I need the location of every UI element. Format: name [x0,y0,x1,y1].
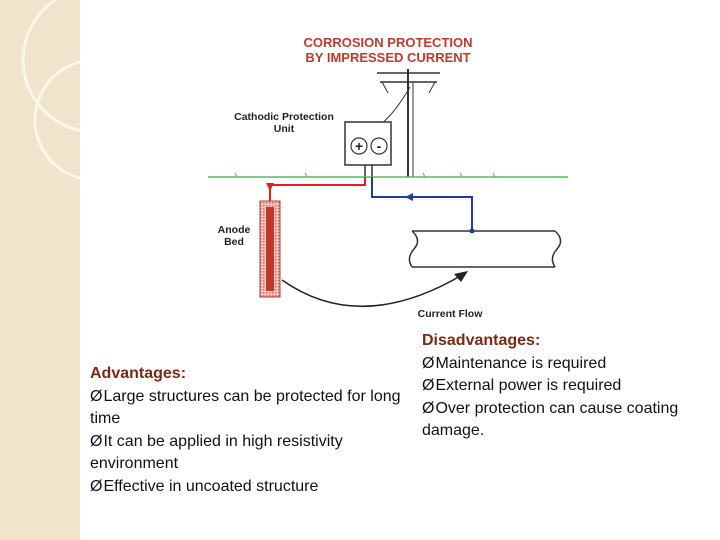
pipe-wire [371,177,473,231]
sidebar-circles [0,0,80,540]
current-flow-arrow [281,274,463,308]
grass-ticks [234,172,496,178]
plus-sign: + [355,138,363,154]
minus-terminal [370,137,388,155]
anode-wire-arrow [266,183,274,191]
anode-wire [269,177,366,201]
bullet-icon: Ø [90,477,103,495]
plus-terminal [350,137,368,155]
disadvantage-item: ØMaintenance is required [422,354,607,372]
bullet-icon: Ø [422,399,435,417]
anode-rod [266,207,274,291]
advantage-item: ØLarge structures can be protected for l… [90,387,401,428]
disadvantage-item: ØOver protection can cause coating damag… [422,399,679,440]
anode-label-line1: Anode [218,224,251,236]
decorative-sidebar [0,0,80,540]
diagram-title-line2: BY IMPRESSED CURRENT [305,50,470,65]
bullet-icon: Ø [422,377,435,394]
impressed-current-diagram: CORROSION PROTECTION BY IMPRESSED CURREN… [208,35,568,320]
pipe-wire-arrow [405,193,413,201]
disadvantages-section: Disadvantages: ØMaintenance is required … [422,330,718,443]
advantages-section: Advantages: ØLarge structures can be pro… [90,363,410,498]
disadvantages-heading: Disadvantages: [422,332,541,349]
unit-label-line2: Unit [274,123,295,135]
unit-label-line1: Cathodic Protection [234,111,334,123]
diagram-title-line1: CORROSION PROTECTION [303,35,472,50]
power-pole [377,69,440,177]
advantages-heading: Advantages: [90,365,187,382]
minus-sign: - [377,138,382,154]
bullet-icon: Ø [422,354,435,372]
current-flow-label: Current Flow [418,308,484,320]
advantage-item: ØIt can be applied in high resistivity e… [90,432,343,473]
disadvantage-item: ØExternal power is required [422,377,622,394]
bullet-icon: Ø [90,432,103,450]
advantage-item: ØEffective in uncoated structure [90,477,319,495]
current-flow-arrowhead [454,271,468,282]
bullet-icon: Ø [90,387,103,405]
anode-label-line2: Bed [224,236,244,248]
pipeline [408,230,562,268]
